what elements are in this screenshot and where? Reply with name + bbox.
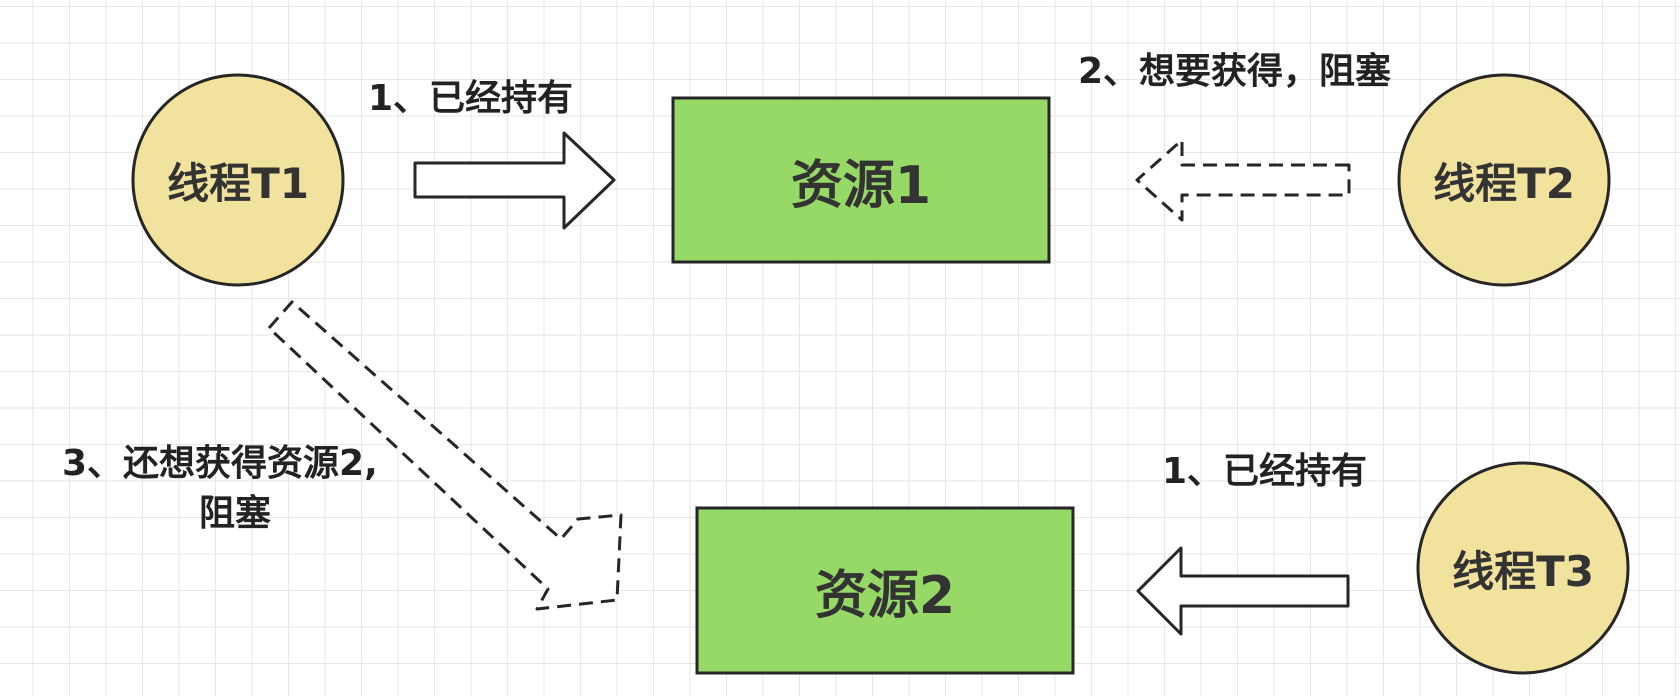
thread-t2-label: 线程T2 [1433, 158, 1575, 208]
edge-label-t3-holds-resource-2: 1、已经持有 [1162, 451, 1368, 492]
thread-t1-label: 线程T1 [167, 158, 309, 208]
thread-t3-label: 线程T3 [1452, 546, 1594, 596]
edge-label-t1-wants-resource-2-line-2: 阻塞 [199, 493, 272, 534]
edge-label-t2-wants-resource-1: 2、想要获得，阻塞 [1078, 51, 1392, 92]
resource-1-node[interactable] [671, 96, 1051, 264]
edge-label-t1-wants-resource-2-line-1: 3、还想获得资源2, [62, 443, 378, 484]
thread-t3-node[interactable] [1416, 461, 1630, 675]
arrow-t3-holds-resource-2-outline [1136, 546, 1350, 636]
thread-t2-node[interactable] [1397, 73, 1611, 287]
thread-t1-node[interactable] [131, 73, 345, 287]
resource-1-label: 资源1 [790, 155, 932, 216]
arrow-t2-wants-resource-1 [1135, 138, 1351, 222]
resource-2-node[interactable] [695, 506, 1075, 675]
resource-2-label: 资源2 [814, 566, 956, 626]
arrow-t1-wants-resource-2 [267, 300, 623, 611]
arrow-t1-holds-resource-1 [413, 131, 616, 230]
edge-label-t1-holds-resource-1: 1、已经持有 [368, 78, 574, 119]
